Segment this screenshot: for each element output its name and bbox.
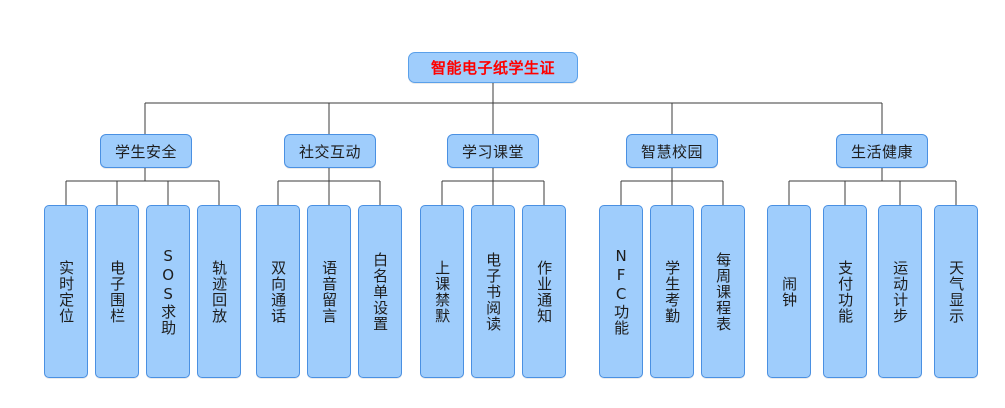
leaf-node-label: 支付功能 [836,259,855,324]
leaf-node-label: 学生考勤 [663,259,682,324]
leaf-node-label: 天气显示 [947,259,966,324]
branch-node-label: 生活健康 [850,142,913,161]
branch-node-learning-classroom[interactable]: 学习课堂 [447,134,539,168]
root-node-label: 智能电子纸学生证 [430,59,555,77]
leaf-node-label: 电子围栏 [108,259,127,324]
leaf-node-label: 白名单设置 [371,251,390,332]
leaf-node-sos[interactable]: SOS求助 [146,205,190,378]
branch-node-label: 学生安全 [114,142,177,161]
branch-node-smart-campus[interactable]: 智慧校园 [626,134,718,168]
branch-node-life-health[interactable]: 生活健康 [836,134,928,168]
leaf-node-label: 运动计步 [891,259,910,324]
leaf-node-label: SOS求助 [159,247,178,336]
leaf-node-label: 语音留言 [320,259,339,324]
leaf-node-nfc[interactable]: NFC功能 [599,205,643,378]
root-node[interactable]: 智能电子纸学生证 [408,52,578,83]
leaf-node-geofence[interactable]: 电子围栏 [95,205,139,378]
leaf-node-class-silent-mode[interactable]: 上课禁默 [420,205,464,378]
branch-node-student-safety[interactable]: 学生安全 [100,134,192,168]
leaf-node-label: 作业通知 [535,259,554,324]
leaf-node-homework-notice[interactable]: 作业通知 [522,205,566,378]
leaf-node-payment[interactable]: 支付功能 [823,205,867,378]
branch-node-label: 社交互动 [298,142,361,161]
leaf-node-label: 上课禁默 [433,259,452,324]
leaf-node-label: 轨迹回放 [210,259,229,324]
leaf-node-two-way-call[interactable]: 双向通话 [256,205,300,378]
leaf-node-label: 双向通话 [269,259,288,324]
leaf-node-weekly-timetable[interactable]: 每周课程表 [701,205,745,378]
leaf-node-label: 每周课程表 [714,251,733,332]
leaf-node-alarm-clock[interactable]: 闹钟 [767,205,811,378]
leaf-node-voice-message[interactable]: 语音留言 [307,205,351,378]
leaf-node-label: NFC功能 [612,247,631,336]
leaf-node-label: 实时定位 [57,259,76,324]
branch-node-social-interaction[interactable]: 社交互动 [284,134,376,168]
leaf-node-realtime-location[interactable]: 实时定位 [44,205,88,378]
leaf-node-attendance[interactable]: 学生考勤 [650,205,694,378]
leaf-node-label: 闹钟 [780,275,799,308]
branch-node-label: 智慧校园 [640,142,703,161]
leaf-node-label: 电子书阅读 [484,251,503,332]
leaf-node-whitelist-settings[interactable]: 白名单设置 [358,205,402,378]
branch-node-label: 学习课堂 [461,142,524,161]
leaf-node-track-playback[interactable]: 轨迹回放 [197,205,241,378]
leaf-node-weather-display[interactable]: 天气显示 [934,205,978,378]
leaf-node-ebook-reading[interactable]: 电子书阅读 [471,205,515,378]
leaf-node-step-counter[interactable]: 运动计步 [878,205,922,378]
